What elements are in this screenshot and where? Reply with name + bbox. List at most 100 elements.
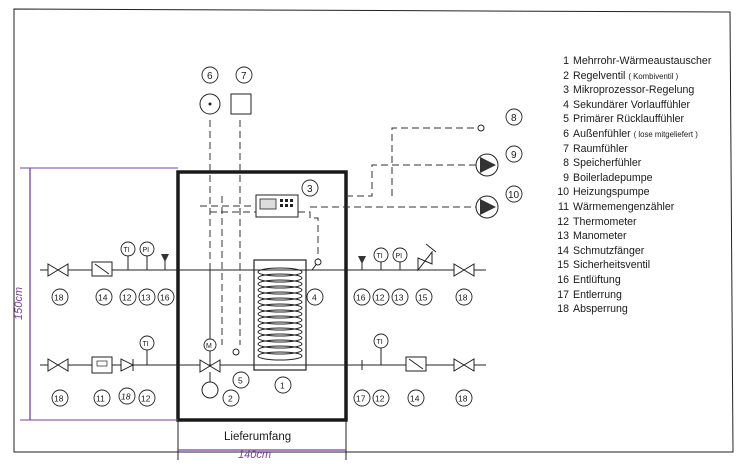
svg-text:1: 1 [280,381,285,391]
callout-3-text: 3 [307,184,313,195]
thermometer-lr-text: TI [377,339,383,346]
callout-8 [505,108,523,126]
svg-text:13: 13 [141,293,151,303]
storage-sensor-icon [477,124,485,132]
svg-text:12: 12 [375,293,385,303]
svg-text:15: 15 [418,293,428,303]
thermometer-upper-right [373,247,389,263]
check-valve-lower [120,358,135,372]
callout-7-text: 7 [241,71,247,82]
svg-text:18: 18 [458,293,468,303]
svg-text:14: 14 [410,394,420,404]
callout-6-text: 6 [207,71,213,82]
valve-motor-text: M [206,343,212,350]
svg-text:12: 12 [375,394,385,404]
callouts-upper-left: 18 14 12 13 16 [51,288,175,306]
callouts-lower-right: 17 12 14 18 [353,389,473,407]
svg-text:18: 18 [54,394,64,404]
valve-motor-icon [203,338,217,352]
thermometer-lower-left [139,335,155,351]
svg-text:5: 5 [238,376,243,386]
strainer-lower-right-mesh [408,358,424,370]
svg-text:12: 12 [122,293,132,303]
callout-10 [505,185,523,203]
svg-text:2: 2 [228,394,233,404]
boiler-pump-wire [346,164,476,197]
callout-7 [235,66,253,84]
outer-frame [13,8,734,453]
shutoff-valve-lower-left [47,358,69,372]
scope-label: Lieferumfang [224,431,291,443]
room-sensor-icon [230,93,252,115]
callouts-inside-box: 5 2 1 [222,371,292,407]
callout-6 [201,66,219,84]
svg-text:14: 14 [98,293,108,303]
svg-text:18: 18 [54,293,64,303]
thermometer-lower-right [373,333,389,349]
manometer-ur-text: PI [396,253,403,260]
svg-text:12: 12 [141,394,151,404]
heat-meter-display [96,360,108,367]
controller-buttons [280,199,293,207]
shutoff-valve-upper-left [47,263,69,277]
supply-sensor-icon [314,258,322,266]
shutoff-valve-upper-right [453,263,475,277]
callout-10-text: 10 [508,190,520,201]
manometer-upper-left [139,241,155,257]
height-dimension-label: 150cm [13,287,25,320]
svg-text:18: 18 [121,392,131,402]
thermometer-ul-text: TI [124,247,130,254]
svg-text:4: 4 [312,293,317,303]
svg-text:17: 17 [356,394,366,404]
heat-exchanger-tank [253,259,307,371]
heat-exchanger-coil [257,267,303,361]
callout-8-text: 8 [511,113,517,124]
svg-text:11: 11 [96,394,105,404]
boiler-pump-icon [475,153,499,177]
strainer-upper-left-mesh [94,263,110,275]
controller-display [259,198,277,210]
safety-valve-icon [417,243,437,272]
manometer-upper-right [392,247,408,263]
callout-3 [301,179,319,197]
width-dimension-label: 140cm [238,449,271,461]
thermometer-ur-text: TI [377,253,383,260]
manometer-ul-text: PI [143,247,150,254]
valve-actuator-icon [201,381,219,399]
return-sensor-icon [232,348,240,356]
callout-9-text: 9 [511,150,517,161]
thermometer-upper-left [120,241,136,257]
svg-text:16: 16 [356,293,366,303]
svg-text:18: 18 [458,394,468,404]
storage-sensor-wire [391,127,480,196]
svg-text:13: 13 [394,293,404,303]
shutoff-valve-lower-right [453,358,475,372]
supply-boundary-box [176,170,348,422]
supply-sensor-wire [210,211,319,262]
svg-text:16: 16 [160,293,170,303]
heating-pump-icon [475,195,499,219]
callout-9 [505,145,523,163]
callouts-lower-left: 18 11 18 12 [51,387,156,407]
thermometer-ll-text: TI [143,341,149,348]
outdoor-sensor-dot [208,102,212,106]
